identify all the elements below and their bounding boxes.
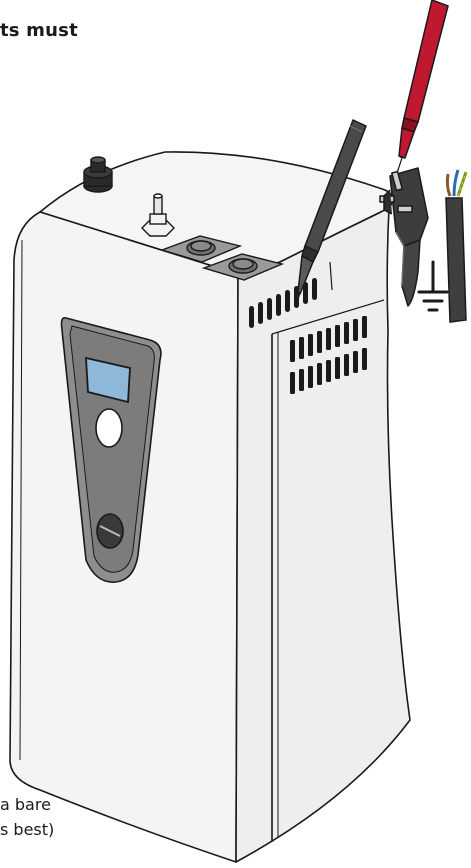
instruction-heading-fragment: ts must: [0, 20, 78, 41]
note-line-1: a bare: [0, 795, 51, 814]
neutral-pin: [398, 206, 412, 212]
note-line-2: s best): [0, 820, 54, 839]
pressure-valve-icon: [84, 157, 112, 192]
three-core-cable: [446, 170, 466, 322]
dial-knob: [96, 409, 122, 447]
earth-ground-symbol: [419, 262, 447, 310]
multimeter-probe-red: [396, 0, 448, 176]
